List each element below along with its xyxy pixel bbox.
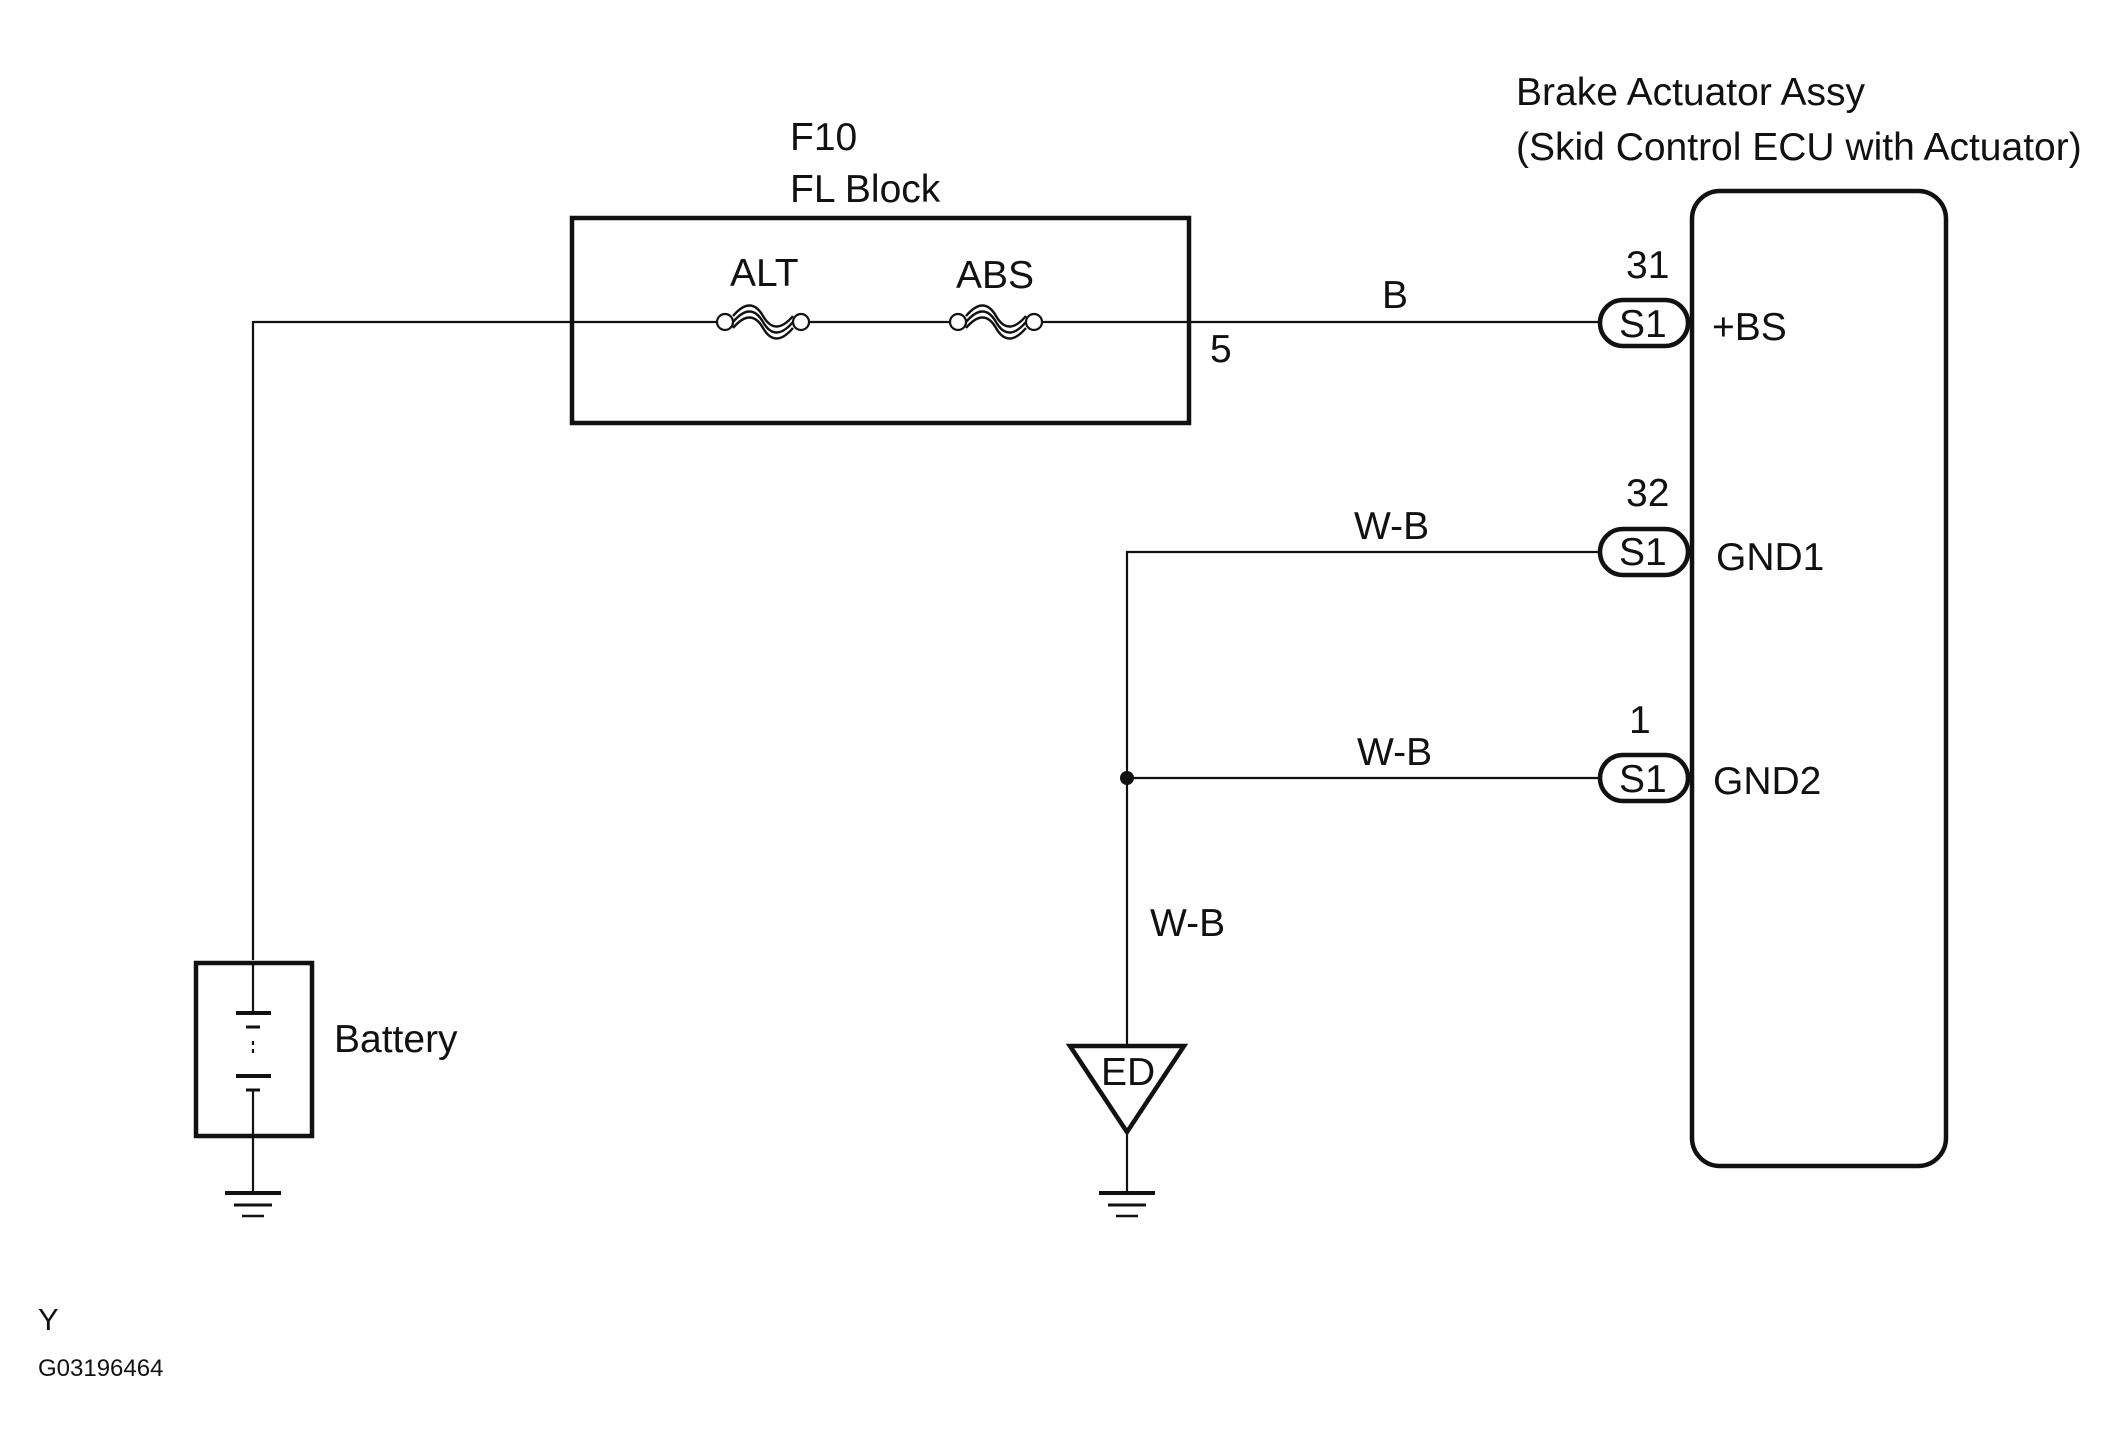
pin-32-number: 32 bbox=[1626, 472, 1669, 515]
pin-1-number: 1 bbox=[1629, 699, 1651, 742]
fuse-alt-label: ALT bbox=[730, 252, 799, 295]
splice-junction bbox=[1120, 771, 1134, 785]
wire-color-wb-gnd2-label: W-B bbox=[1357, 731, 1432, 774]
ecu-title-line2: (Skid Control ECU with Actuator) bbox=[1516, 126, 2082, 169]
ground-point-ed-symbol bbox=[1065, 1043, 1189, 1137]
battery-positive-wire bbox=[251, 320, 717, 960]
fuse-abs-symbol bbox=[948, 304, 1044, 340]
chassis-ground-icon-ed bbox=[1099, 1191, 1155, 1218]
ecu-box bbox=[1689, 188, 1949, 1169]
fuse-alt-symbol bbox=[715, 304, 811, 340]
fuse-block-output-pin: 5 bbox=[1210, 328, 1232, 371]
gnd1-wire bbox=[1125, 550, 1600, 1044]
connector-s1-label-1: S1 bbox=[1619, 758, 1667, 801]
ecu-title-line1: Brake Actuator Assy bbox=[1516, 71, 1866, 114]
wire-color-b-label: B bbox=[1382, 274, 1408, 317]
terminal-gnd1-label: GND1 bbox=[1716, 536, 1824, 579]
fuse-block-name-label: FL Block bbox=[790, 168, 941, 211]
wire-color-wb-trunk-label: W-B bbox=[1150, 902, 1225, 945]
terminal-bs-label: +BS bbox=[1712, 306, 1787, 349]
battery-label: Battery bbox=[334, 1018, 458, 1061]
figure-id: G03196464 bbox=[38, 1355, 163, 1382]
fuse-abs-label: ABS bbox=[956, 254, 1034, 297]
wire-color-wb-gnd1-label: W-B bbox=[1354, 505, 1429, 548]
pin-31-number: 31 bbox=[1626, 244, 1669, 287]
fuse-block-box bbox=[569, 215, 1192, 426]
terminal-gnd2-label: GND2 bbox=[1713, 760, 1821, 803]
footer-code-letter: Y bbox=[38, 1302, 59, 1337]
fuse-block-connector-label: F10 bbox=[790, 116, 857, 159]
connector-s1-badge-31 bbox=[1597, 297, 1691, 349]
battery-icon bbox=[236, 963, 271, 1136]
ground-point-ed-label: ED bbox=[1101, 1051, 1155, 1094]
connector-s1-label-31: S1 bbox=[1619, 303, 1667, 346]
connector-s1-label-32: S1 bbox=[1619, 531, 1667, 574]
chassis-ground-icon-battery bbox=[225, 1191, 281, 1218]
